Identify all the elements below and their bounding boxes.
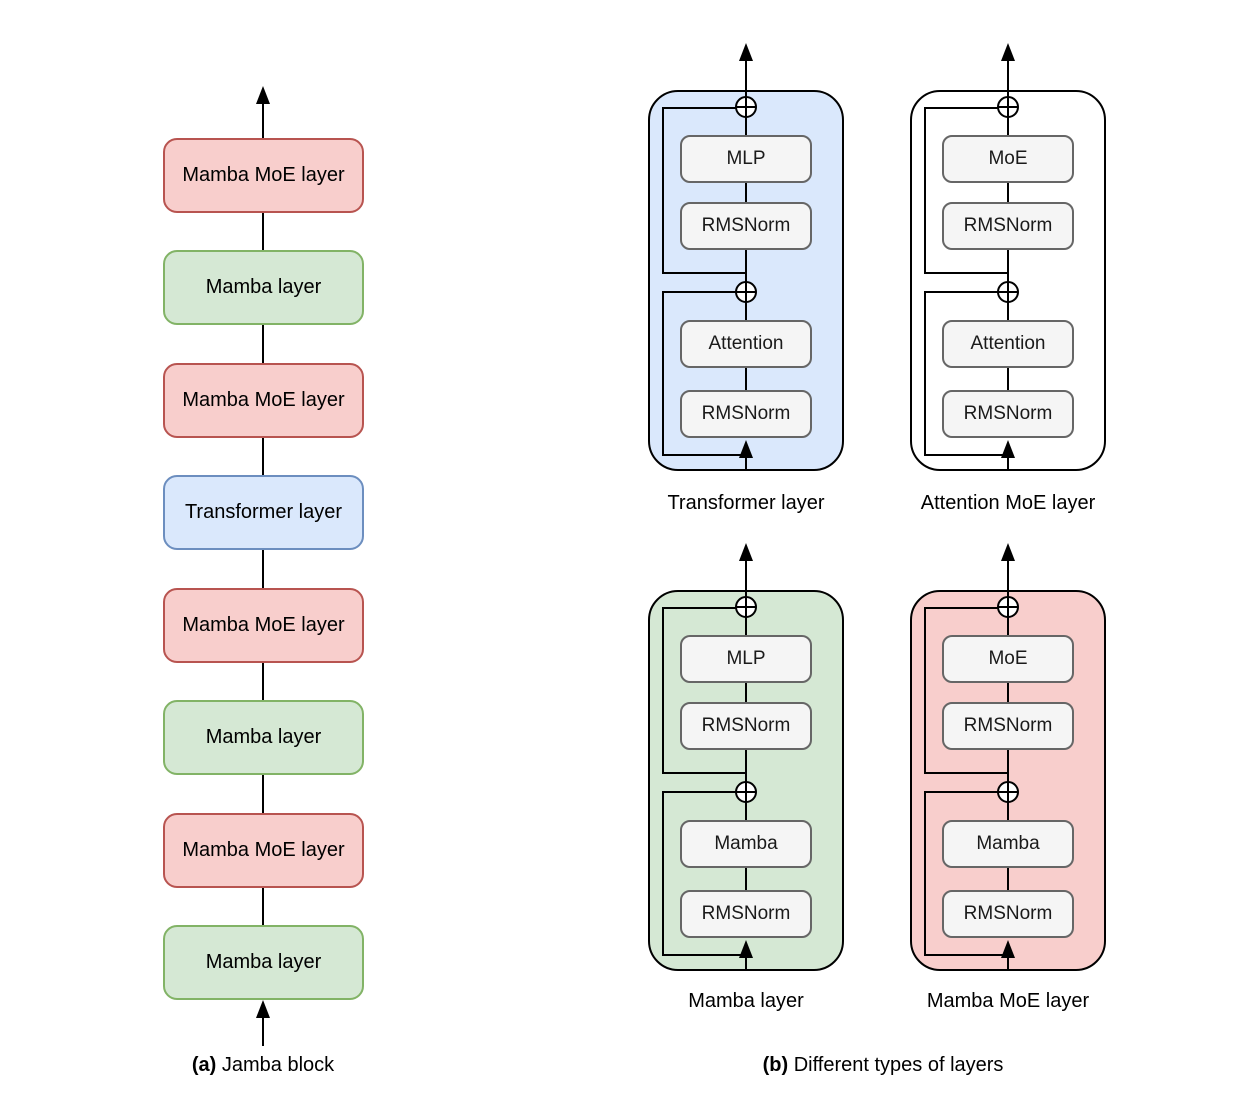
caption-b-prefix: (b) xyxy=(762,1054,789,1076)
rmsnorm-box: RMSNorm xyxy=(942,702,1074,750)
mamba-box: Mamba xyxy=(942,820,1074,868)
jamba-layer-4-transformer: Transformer layer xyxy=(163,475,364,550)
caption-a: (a) Jamba block xyxy=(113,1054,413,1077)
attention-box: Attention xyxy=(680,320,812,368)
attention-moe-layer-label: Attention MoE layer xyxy=(920,492,1096,514)
arrow-up-icon xyxy=(256,1000,270,1018)
moe-box: MoE xyxy=(942,135,1074,183)
rmsnorm-box: RMSNorm xyxy=(942,390,1074,438)
caption-b-text: Different types of layers xyxy=(793,1054,1004,1076)
rmsnorm-box: RMSNorm xyxy=(680,702,812,750)
attention-box: Attention xyxy=(942,320,1074,368)
jamba-layer-8-mamba: Mamba layer xyxy=(163,925,364,1000)
rmsnorm-box: RMSNorm xyxy=(680,390,812,438)
mlp-box: MLP xyxy=(680,135,812,183)
rmsnorm-box: RMSNorm xyxy=(680,890,812,938)
mamba-box: Mamba xyxy=(680,820,812,868)
transformer-layer-label: Transformer layer xyxy=(667,492,825,514)
jamba-layer-3-mamba-moe: Mamba MoE layer xyxy=(163,363,364,438)
jamba-block-connectors xyxy=(256,86,270,1046)
rmsnorm-box: RMSNorm xyxy=(680,202,812,250)
jamba-layer-7-mamba-moe: Mamba MoE layer xyxy=(163,813,364,888)
rmsnorm-box: RMSNorm xyxy=(942,202,1074,250)
rmsnorm-box: RMSNorm xyxy=(942,890,1074,938)
mamba-layer-label: Mamba layer xyxy=(688,990,804,1012)
jamba-layer-6-mamba: Mamba layer xyxy=(163,700,364,775)
caption-b: (b) Different types of layers xyxy=(648,1054,1118,1077)
mlp-box: MLP xyxy=(680,635,812,683)
caption-a-prefix: (a) xyxy=(191,1054,217,1076)
arrow-up-icon xyxy=(256,86,270,104)
caption-a-text: Jamba block xyxy=(221,1054,335,1076)
moe-box: MoE xyxy=(942,635,1074,683)
jamba-layer-2-mamba: Mamba layer xyxy=(163,250,364,325)
jamba-layer-5-mamba-moe: Mamba MoE layer xyxy=(163,588,364,663)
jamba-layer-1-mamba-moe: Mamba MoE layer xyxy=(163,138,364,213)
mamba-moe-layer-label: Mamba MoE layer xyxy=(926,990,1090,1012)
